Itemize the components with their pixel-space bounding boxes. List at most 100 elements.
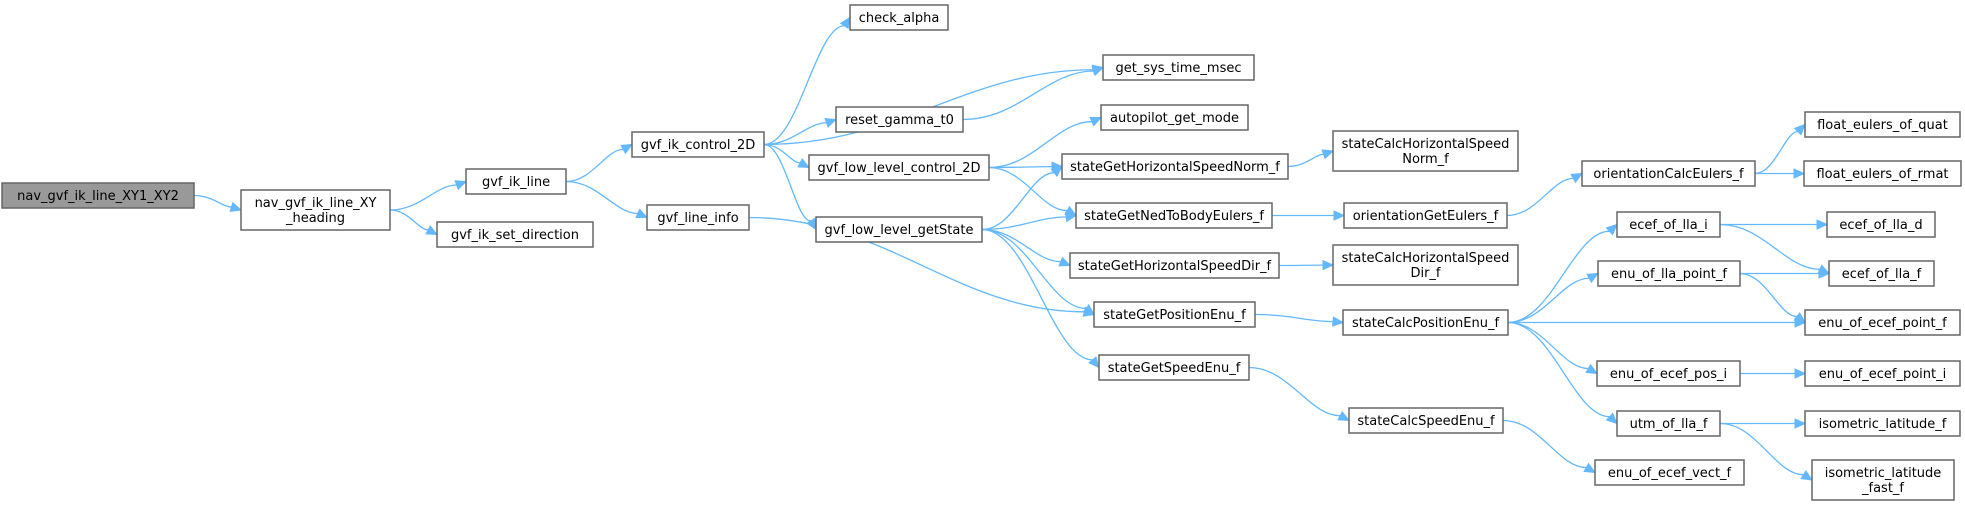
node-box[interactable] (1343, 202, 1508, 229)
function-node[interactable]: enu_of_ecef_pos_i (1596, 360, 1741, 387)
node-box[interactable] (1342, 309, 1509, 336)
function-node[interactable]: stateCalcPositionEnu_f (1342, 309, 1509, 336)
call-edge (1754, 130, 1799, 175)
function-node[interactable]: check_alpha (849, 4, 949, 31)
function-node[interactable]: enu_of_ecef_vect_f (1594, 459, 1745, 486)
function-node[interactable]: gvf_line_info (646, 204, 750, 231)
node-box[interactable] (1098, 354, 1250, 381)
function-node[interactable]: autopilot_get_mode (1100, 104, 1249, 131)
function-node[interactable]: stateGetSpeedEnu_f (1098, 354, 1250, 381)
function-node[interactable]: nav_gvf_ik_line_XY_heading (240, 189, 391, 231)
node-label: stateCalcHorizontalSpeed (1342, 137, 1510, 152)
node-box[interactable] (1332, 244, 1519, 286)
function-node[interactable]: float_eulers_of_rmat (1803, 160, 1962, 187)
function-node[interactable]: gvf_ik_line (465, 168, 567, 195)
function-node[interactable]: enu_of_lla_point_f (1597, 260, 1741, 287)
call-edge (1719, 223, 1820, 271)
node-box[interactable] (1804, 410, 1961, 437)
node-box[interactable] (849, 4, 949, 31)
node-box[interactable] (1332, 130, 1519, 172)
arrowhead-icon (635, 208, 649, 219)
node-box[interactable] (1093, 301, 1256, 328)
node-box[interactable] (1616, 410, 1721, 437)
arrowhead-icon (1800, 470, 1814, 481)
function-node[interactable]: isometric_latitude_f (1804, 410, 1961, 437)
function-node[interactable]: isometric_latitude_fast_f (1811, 459, 1955, 501)
node-box[interactable] (1804, 309, 1961, 336)
function-node[interactable]: enu_of_ecef_point_f (1804, 309, 1961, 336)
node-box[interactable] (1061, 153, 1289, 180)
arrowhead-icon (1337, 410, 1351, 422)
arrowhead-icon (229, 201, 243, 212)
call-edge (763, 143, 801, 164)
node-box[interactable] (1100, 104, 1249, 131)
node-box[interactable] (835, 106, 964, 133)
node-box[interactable] (1069, 252, 1280, 279)
node-box[interactable] (808, 154, 990, 181)
function-node[interactable]: ecef_of_lla_f (1828, 260, 1935, 287)
call-edge (1739, 272, 1798, 318)
node-box[interactable] (1, 182, 195, 209)
node-box[interactable] (1828, 260, 1935, 287)
function-node[interactable]: get_sys_time_msec (1102, 54, 1255, 81)
function-node[interactable]: gvf_ik_control_2D (631, 131, 765, 158)
arrowhead-icon (1089, 116, 1103, 127)
node-label: stateCalcHorizontalSpeed (1342, 251, 1510, 266)
call-edge (763, 25, 845, 146)
node-box[interactable] (646, 204, 750, 231)
node-box[interactable] (1826, 211, 1936, 238)
node-box[interactable] (1597, 260, 1741, 287)
function-node[interactable]: stateGetHorizontalSpeedDir_f (1069, 252, 1280, 279)
function-node[interactable]: stateGetPositionEnu_f (1093, 301, 1256, 328)
arrowhead-icon (1321, 149, 1335, 160)
node-label: Norm_f (1402, 152, 1449, 167)
arrowhead-icon (1570, 172, 1584, 184)
function-node[interactable]: reset_gamma_t0 (835, 106, 964, 133)
call-edge (389, 209, 429, 231)
function-node[interactable]: stateGetNedToBodyEulers_f (1075, 202, 1273, 229)
node-box[interactable] (631, 131, 765, 158)
arrowhead-icon (1088, 356, 1100, 369)
function-node[interactable]: enu_of_ecef_point_i (1804, 360, 1961, 387)
function-node[interactable]: float_eulers_of_quat (1804, 111, 1961, 138)
node-box[interactable] (1102, 54, 1255, 81)
node-box[interactable] (1803, 160, 1962, 187)
node-box[interactable] (465, 168, 567, 195)
arrowhead-icon (454, 180, 468, 191)
function-node[interactable]: ecef_of_lla_i (1616, 211, 1721, 238)
node-box[interactable] (1596, 360, 1741, 387)
function-node[interactable]: orientationGetEulers_f (1343, 202, 1508, 229)
node-box[interactable] (1804, 111, 1961, 138)
function-node[interactable]: gvf_low_level_control_2D (808, 154, 990, 181)
node-box[interactable] (436, 221, 594, 248)
node-label: enu_of_ecef_vect_f (1608, 466, 1732, 481)
function-node[interactable]: ecef_of_lla_d (1826, 211, 1936, 238)
node-label: enu_of_lla_point_f (1611, 267, 1727, 282)
root-function-node[interactable]: nav_gvf_ik_line_XY1_XY2 (1, 182, 195, 209)
arrowhead-icon (1333, 210, 1346, 221)
node-box[interactable] (1616, 211, 1721, 238)
node-label: isometric_latitude (1825, 466, 1942, 481)
node-label: _fast_f (1861, 481, 1904, 496)
node-box[interactable] (1811, 459, 1955, 501)
function-node[interactable]: gvf_ik_set_direction (436, 221, 594, 248)
node-box[interactable] (1075, 202, 1273, 229)
node-label: float_eulers_of_rmat (1816, 167, 1948, 182)
node-label: gvf_low_level_getState (825, 223, 974, 238)
node-box[interactable] (1348, 407, 1504, 434)
function-node[interactable]: stateCalcSpeedEnu_f (1348, 407, 1504, 434)
node-box[interactable] (240, 189, 391, 231)
node-box[interactable] (1804, 360, 1961, 387)
function-node[interactable]: gvf_low_level_getState (815, 216, 983, 243)
function-node[interactable]: stateGetHorizontalSpeedNorm_f (1061, 153, 1289, 180)
function-node[interactable]: orientationCalcEulers_f (1581, 160, 1756, 187)
node-box[interactable] (1581, 160, 1756, 187)
call-edge (1254, 313, 1334, 323)
call-edge (565, 180, 638, 215)
node-label: check_alpha (859, 11, 940, 26)
function-node[interactable]: utm_of_lla_f (1616, 410, 1721, 437)
node-box[interactable] (1594, 459, 1745, 486)
node-box[interactable] (815, 216, 983, 243)
